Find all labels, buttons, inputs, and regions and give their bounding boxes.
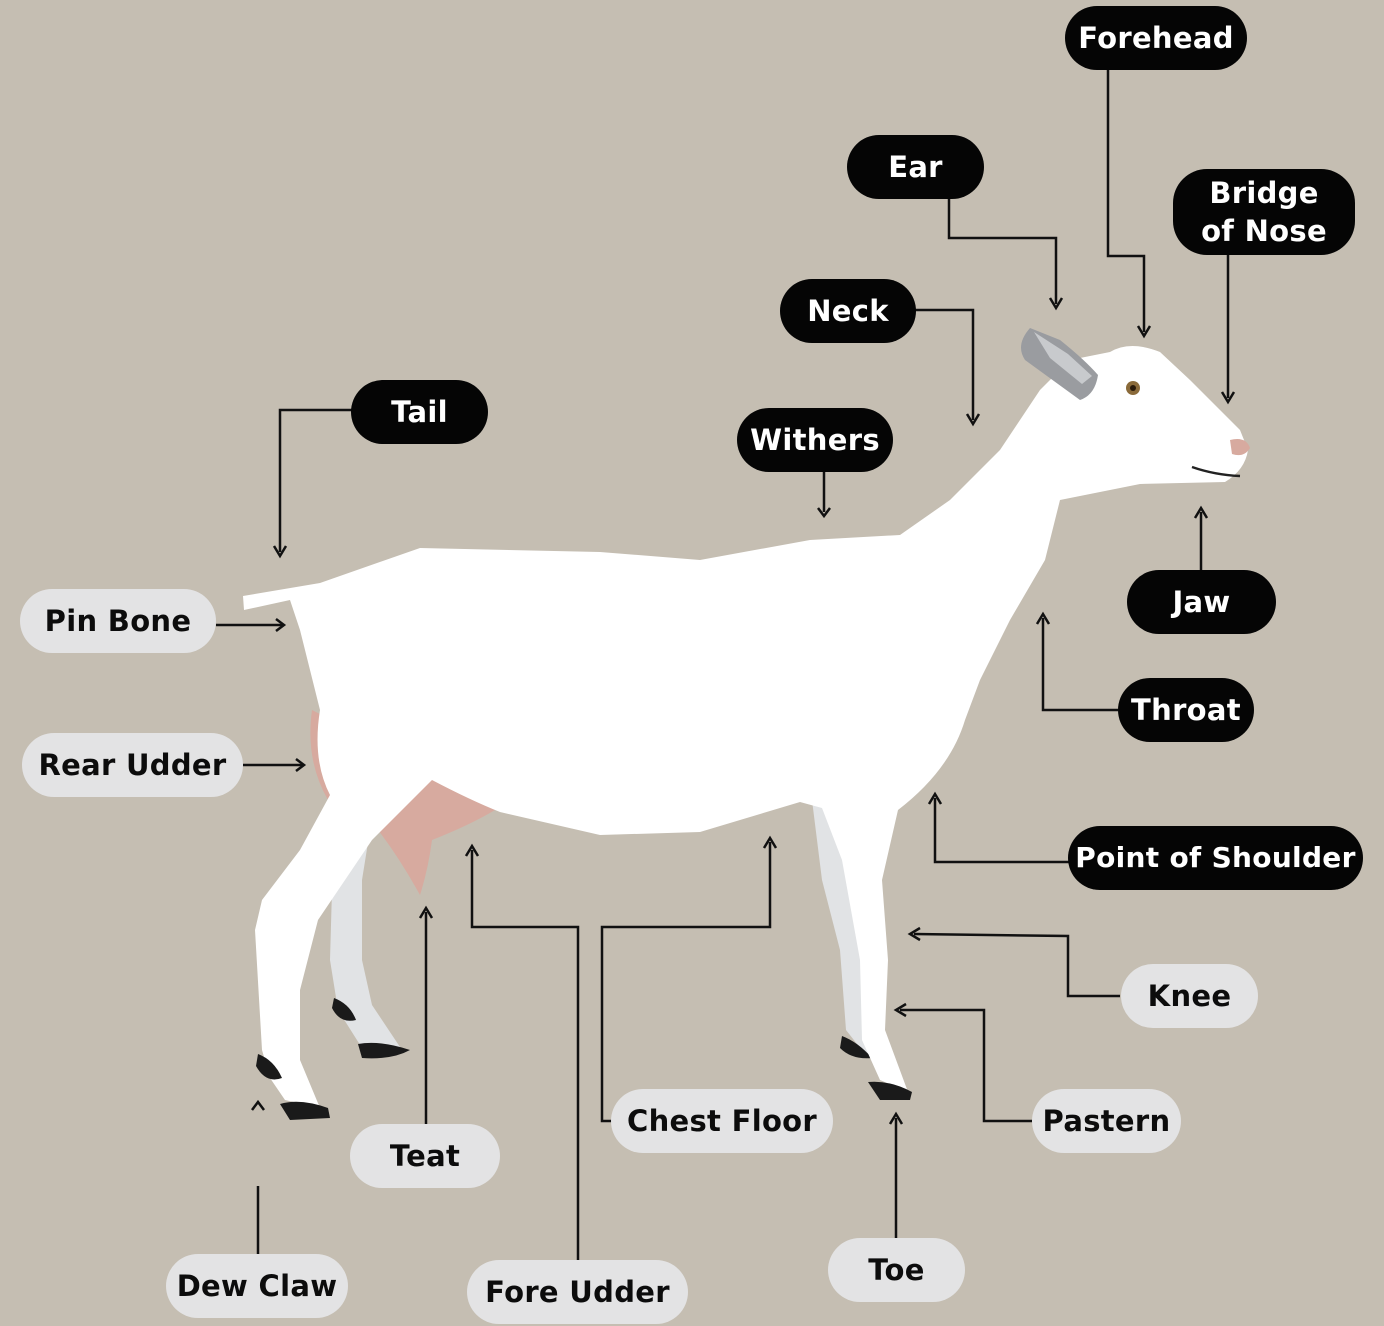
label-forehead: Forehead bbox=[1065, 6, 1247, 70]
label-jaw: Jaw bbox=[1127, 570, 1276, 634]
near-front-hoof bbox=[868, 1082, 912, 1100]
label-teat: Teat bbox=[350, 1124, 500, 1188]
near-hind-hoof bbox=[280, 1102, 330, 1120]
label-withers: Withers bbox=[737, 408, 893, 472]
label-pastern: Pastern bbox=[1032, 1089, 1181, 1153]
label-pin-bone: Pin Bone bbox=[20, 589, 216, 653]
label-throat: Throat bbox=[1118, 678, 1254, 742]
label-toe: Toe bbox=[828, 1238, 965, 1302]
eye-pupil bbox=[1130, 385, 1136, 391]
label-chest-floor: Chest Floor bbox=[611, 1089, 833, 1153]
label-ear: Ear bbox=[847, 135, 984, 199]
label-dew-claw: Dew Claw bbox=[166, 1254, 348, 1318]
label-tail: Tail bbox=[351, 380, 488, 444]
label-rear-udder: Rear Udder bbox=[22, 733, 243, 797]
label-knee: Knee bbox=[1121, 964, 1258, 1028]
far-hind-hoof bbox=[358, 1043, 410, 1058]
label-bridge-of-nose: Bridge of Nose bbox=[1173, 169, 1355, 255]
label-neck: Neck bbox=[780, 279, 916, 343]
label-fore-udder: Fore Udder bbox=[467, 1260, 688, 1324]
label-point-of-shoulder: Point of Shoulder bbox=[1068, 826, 1363, 890]
